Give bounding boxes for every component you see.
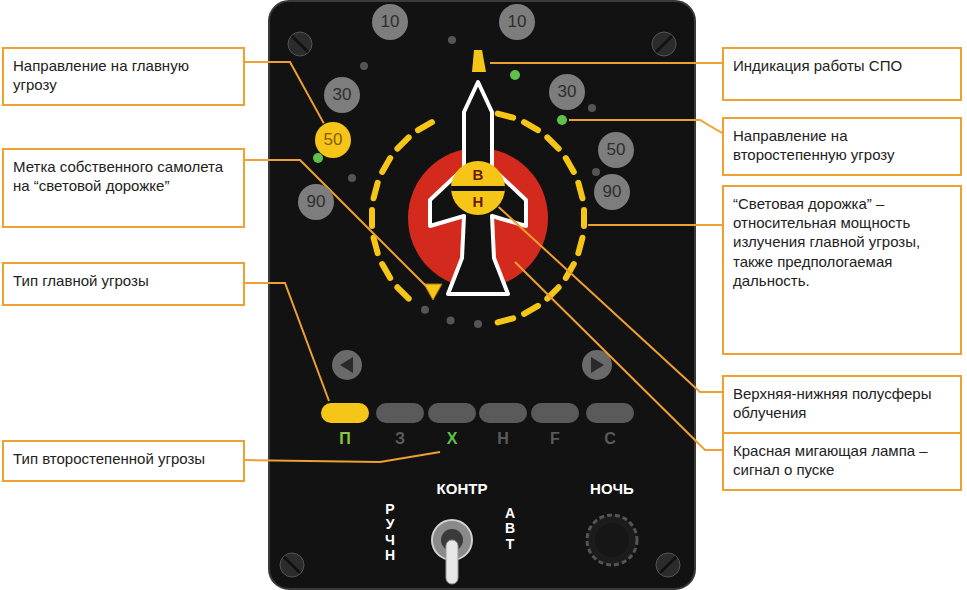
leader-line	[245, 283, 329, 401]
track-dash	[566, 158, 574, 172]
angle-number: 50	[324, 130, 343, 150]
track-dot	[474, 320, 482, 328]
track-dash	[498, 114, 513, 118]
threat-type-letter: П	[339, 430, 351, 448]
angle-circle: 50	[315, 122, 351, 158]
leader-line	[588, 224, 722, 226]
angle-circle: 10	[372, 4, 408, 40]
track-dash	[418, 122, 432, 130]
hemisphere-letter: Н	[473, 194, 484, 209]
threat-type-letter: Х	[447, 430, 458, 448]
track-dot	[447, 316, 455, 324]
callout-box: Направление на главную угрозу	[2, 47, 245, 106]
arrow-buttons	[332, 350, 612, 380]
panel-housing	[269, 1, 695, 589]
callout-box: Тип второстепенной угрозы	[2, 440, 245, 482]
threat-type-letter: Н	[497, 430, 509, 448]
callout-text: Красная мигающая лампа – сигнал о пуске	[733, 441, 951, 479]
leader-line	[245, 160, 426, 286]
callout-box: Тип главной угрозы	[2, 262, 245, 306]
angle-number: 10	[381, 12, 400, 32]
switch-label: КОНТР	[437, 480, 488, 497]
leader-line	[569, 120, 722, 133]
aircraft-silhouette	[430, 82, 526, 294]
threat-type-letter: З	[395, 430, 405, 448]
secondary-threat-dots	[313, 70, 567, 163]
screws	[280, 32, 680, 577]
track-dash	[397, 137, 408, 148]
track-dash	[547, 137, 558, 148]
angle-circle: 30	[324, 77, 360, 113]
angle-circle: 90	[594, 174, 630, 210]
callout-text: Тип второстепенной угрозы	[13, 449, 234, 468]
leader-line	[490, 62, 722, 64]
callout-box: Направление на второстепенную угрозу	[722, 117, 962, 176]
angle-number: 90	[603, 182, 622, 202]
track-dash	[578, 238, 582, 253]
angle-circle: 30	[549, 74, 585, 110]
hemisphere-divider	[451, 186, 505, 191]
callout-text: Направление на второстепенную угрозу	[733, 126, 951, 164]
track-dash	[397, 287, 408, 298]
track-dash	[374, 238, 378, 253]
track-dash	[374, 183, 378, 198]
switch-label: АВТ	[503, 506, 517, 552]
angle-number: 30	[558, 82, 577, 102]
callout-text: Направление на главную угрозу	[13, 56, 234, 94]
track-dash	[578, 183, 582, 198]
hemisphere-letter: В	[473, 167, 484, 182]
callout-text: Верхняя-нижняя полусферы облучения	[733, 384, 951, 422]
callout-text: Метка собственного самолета на “световой…	[13, 157, 234, 195]
track-dash	[524, 306, 538, 314]
threat-type-lamps	[321, 403, 634, 423]
power-indicator	[472, 50, 486, 72]
angle-number: 30	[333, 85, 352, 105]
angle-number: 90	[307, 192, 326, 212]
night-knob	[587, 515, 637, 565]
track-dash	[382, 158, 390, 172]
callout-box: Верхняя-нижняя полусферы облучения	[722, 375, 962, 434]
mode-toggle-switch	[432, 520, 472, 584]
own-aircraft-mark	[424, 284, 442, 300]
leader-line	[245, 62, 324, 123]
track-dash	[382, 264, 390, 278]
track-dash	[581, 210, 587, 226]
angle-number: 10	[508, 12, 527, 32]
track-dash	[369, 210, 375, 226]
threat-type-letter: С	[604, 430, 616, 448]
switch-label: НОЧЬ	[590, 480, 634, 497]
track-dot	[421, 306, 429, 314]
leader-line	[499, 207, 722, 392]
callout-box: Красная мигающая лампа – сигнал о пуске	[722, 432, 962, 491]
threat-type-letter: F	[550, 430, 560, 448]
track-dash	[524, 122, 538, 130]
angle-number: 50	[607, 140, 626, 160]
callout-box: Метка собственного самолета на “световой…	[2, 148, 245, 228]
callout-box: “Световая дорожка” – относительная мощно…	[722, 185, 962, 355]
callout-box: Индикация работы СПО	[722, 47, 962, 101]
callout-text: Тип главной угрозы	[13, 271, 234, 290]
leader-line	[245, 452, 440, 462]
track-dash	[498, 318, 513, 322]
switch-label: РУЧН	[383, 502, 397, 564]
angle-circle: 50	[598, 132, 634, 168]
hemisphere-indicator: ВН	[451, 161, 505, 215]
callout-text: “Световая дорожка” – относительная мощно…	[733, 194, 951, 290]
callout-text: Индикация работы СПО	[733, 56, 951, 75]
leader-line	[515, 262, 722, 450]
angle-circle: 10	[499, 4, 535, 40]
angle-circle: 90	[298, 184, 334, 220]
